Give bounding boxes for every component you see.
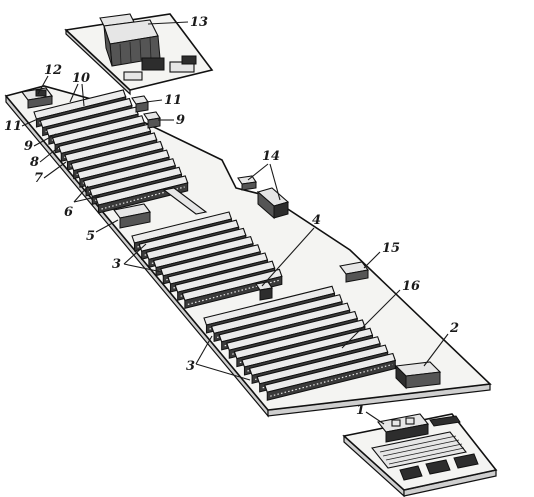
upper-slot-stack bbox=[33, 89, 189, 214]
callout-8: 8 bbox=[30, 155, 39, 170]
card-13-block-side bbox=[103, 25, 113, 67]
callout-4: 4 bbox=[312, 213, 321, 228]
callout-2: 2 bbox=[449, 321, 459, 336]
callout-labels: 13 12 10 11 9 11 9 8 7 6 14 4 5 3 15 16 … bbox=[4, 15, 459, 418]
callout-3-lower: 3 bbox=[186, 359, 195, 374]
component-4 bbox=[255, 281, 273, 301]
board-rail bbox=[162, 187, 208, 215]
callout-9-chip: 9 bbox=[176, 113, 185, 128]
card-13-chip bbox=[181, 55, 197, 65]
module-13-card bbox=[64, 13, 214, 96]
callout-13: 13 bbox=[190, 15, 208, 30]
card-13-hatch bbox=[129, 41, 132, 63]
callout-7: 7 bbox=[34, 171, 43, 186]
component-9-chip bbox=[143, 111, 161, 129]
component-5 bbox=[113, 203, 151, 229]
callout-11-chip: 11 bbox=[164, 93, 182, 108]
component-15 bbox=[339, 261, 369, 283]
card-13-hatch bbox=[139, 39, 142, 61]
middle-slot-stack bbox=[131, 211, 283, 310]
expansion-slot-pins bbox=[270, 363, 393, 397]
component-14 bbox=[237, 175, 290, 220]
callout-10: 10 bbox=[72, 71, 90, 86]
callout-5: 5 bbox=[86, 229, 95, 244]
card-13-hatch bbox=[119, 43, 122, 65]
callout-12: 12 bbox=[44, 63, 62, 78]
component-2 bbox=[394, 361, 442, 390]
expansion-card-1 bbox=[342, 413, 498, 497]
card-13-chip bbox=[123, 71, 143, 81]
card-13-hatch bbox=[149, 37, 152, 60]
callout-1: 1 bbox=[356, 403, 365, 418]
callout-11-slot: 11 bbox=[4, 119, 22, 134]
leader-lines bbox=[21, 21, 449, 425]
lower-slot-stack bbox=[203, 285, 397, 401]
callout-15: 15 bbox=[382, 241, 400, 256]
callout-3-middle: 3 bbox=[112, 257, 121, 272]
component-12 bbox=[21, 87, 53, 109]
callout-14: 14 bbox=[262, 149, 280, 164]
card-13-chip bbox=[141, 57, 165, 71]
callout-9-slot: 9 bbox=[24, 139, 33, 154]
callout-16: 16 bbox=[402, 279, 420, 294]
callout-6: 6 bbox=[64, 205, 73, 220]
